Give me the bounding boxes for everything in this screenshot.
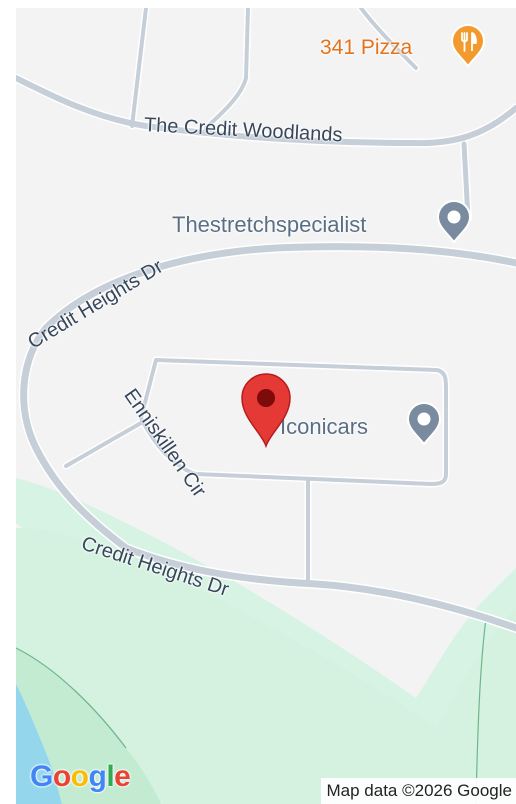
logo-letter: g <box>88 760 107 793</box>
place-icon[interactable] <box>436 200 472 244</box>
trail-path <box>475 617 487 804</box>
map-canvas[interactable]: The Credit Woodlands Credit Heights Dr E… <box>16 8 516 804</box>
place-label-341-pizza[interactable]: 341 Pizza <box>320 36 413 59</box>
place-label-iconicars[interactable]: Iconicars <box>280 414 369 439</box>
map-base-layer <box>16 8 516 804</box>
location-pin-icon[interactable] <box>238 372 294 450</box>
google-logo[interactable]: Google <box>30 760 131 794</box>
place-label-thestretchspecialist[interactable]: Thestretchspecialist <box>172 212 367 237</box>
park-area-dark <box>16 648 161 804</box>
water-area <box>16 684 62 804</box>
park-area-lower <box>16 528 516 804</box>
logo-letter: o <box>52 760 71 793</box>
logo-letter: G <box>30 760 53 793</box>
map-attribution[interactable]: Map data ©2026 Google <box>320 778 516 804</box>
trail-path <box>16 647 127 749</box>
logo-letter: l <box>106 760 115 793</box>
logo-letter: e <box>114 760 131 793</box>
place-icon[interactable] <box>406 402 442 446</box>
restaurant-icon[interactable] <box>450 24 486 68</box>
logo-letter: o <box>70 760 89 793</box>
